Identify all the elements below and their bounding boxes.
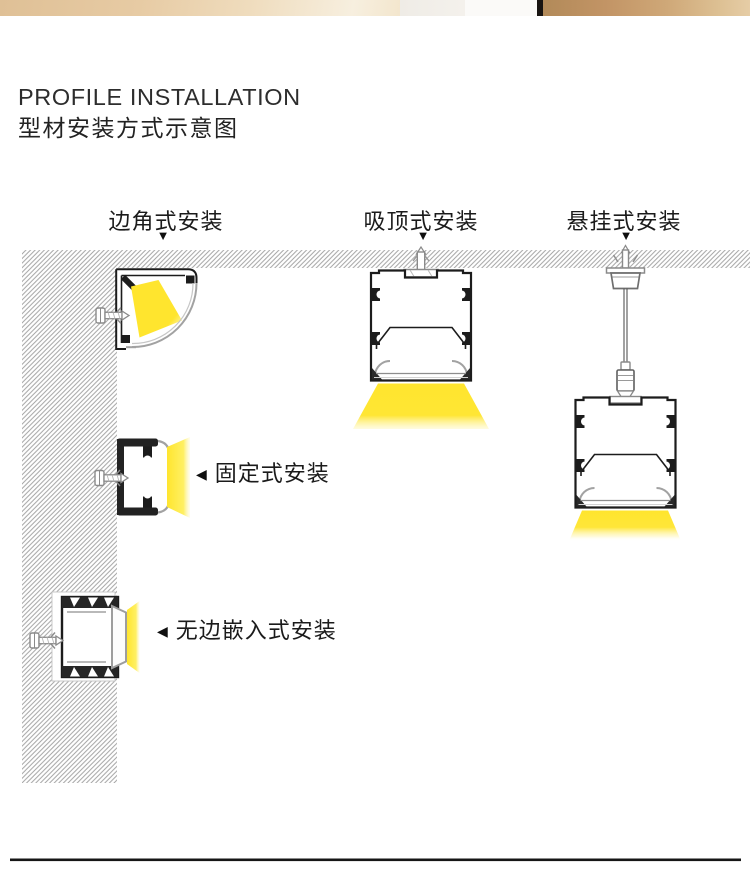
- page-subtitle: 型材安装方式示意图: [18, 114, 239, 141]
- down-arrow-icon: ▼: [619, 228, 633, 243]
- label-ceiling-mount: 吸顶式安装: [363, 209, 479, 234]
- light-beam: [353, 383, 489, 429]
- label-recessed-mount: ◀ 无边嵌入式安装: [157, 618, 337, 643]
- light-beam: [127, 601, 140, 673]
- shadow-gap: [537, 0, 543, 16]
- ceiling-profile-icon: [353, 245, 489, 429]
- label-corner-mount: 边角式安装: [108, 209, 224, 234]
- suspension-wire: [623, 288, 628, 363]
- light-beam: [569, 510, 681, 541]
- light-beam: [131, 280, 182, 338]
- corner-profile-icon: [95, 268, 198, 350]
- light-beam: [167, 437, 190, 518]
- label-fixed-mount: ◀ 固定式安装: [196, 461, 330, 486]
- section-header: PROFILE INSTALLATION 型材安装方式示意图: [18, 84, 301, 141]
- white-wall-image: [465, 0, 537, 16]
- left-arrow-icon: ◀: [157, 623, 168, 639]
- room-photo-strip: [0, 0, 750, 16]
- bottom-divider: [10, 858, 741, 862]
- suspended-profile-icon: [569, 244, 681, 541]
- wood-floor-image: [0, 0, 400, 16]
- recessed-profile-icon: [29, 591, 140, 682]
- down-arrow-icon: ▼: [156, 228, 170, 243]
- left-arrow-icon: ◀: [196, 466, 207, 482]
- down-arrow-icon: ▼: [416, 228, 430, 243]
- white-wall-image: [400, 0, 465, 16]
- label-suspended-mount: 悬挂式安装: [566, 209, 682, 234]
- fixed-profile-icon: [94, 437, 190, 518]
- page-title: PROFILE INSTALLATION: [18, 84, 301, 110]
- wood-panel-image: [543, 0, 750, 16]
- ceiling-wall-hatch: [22, 250, 750, 783]
